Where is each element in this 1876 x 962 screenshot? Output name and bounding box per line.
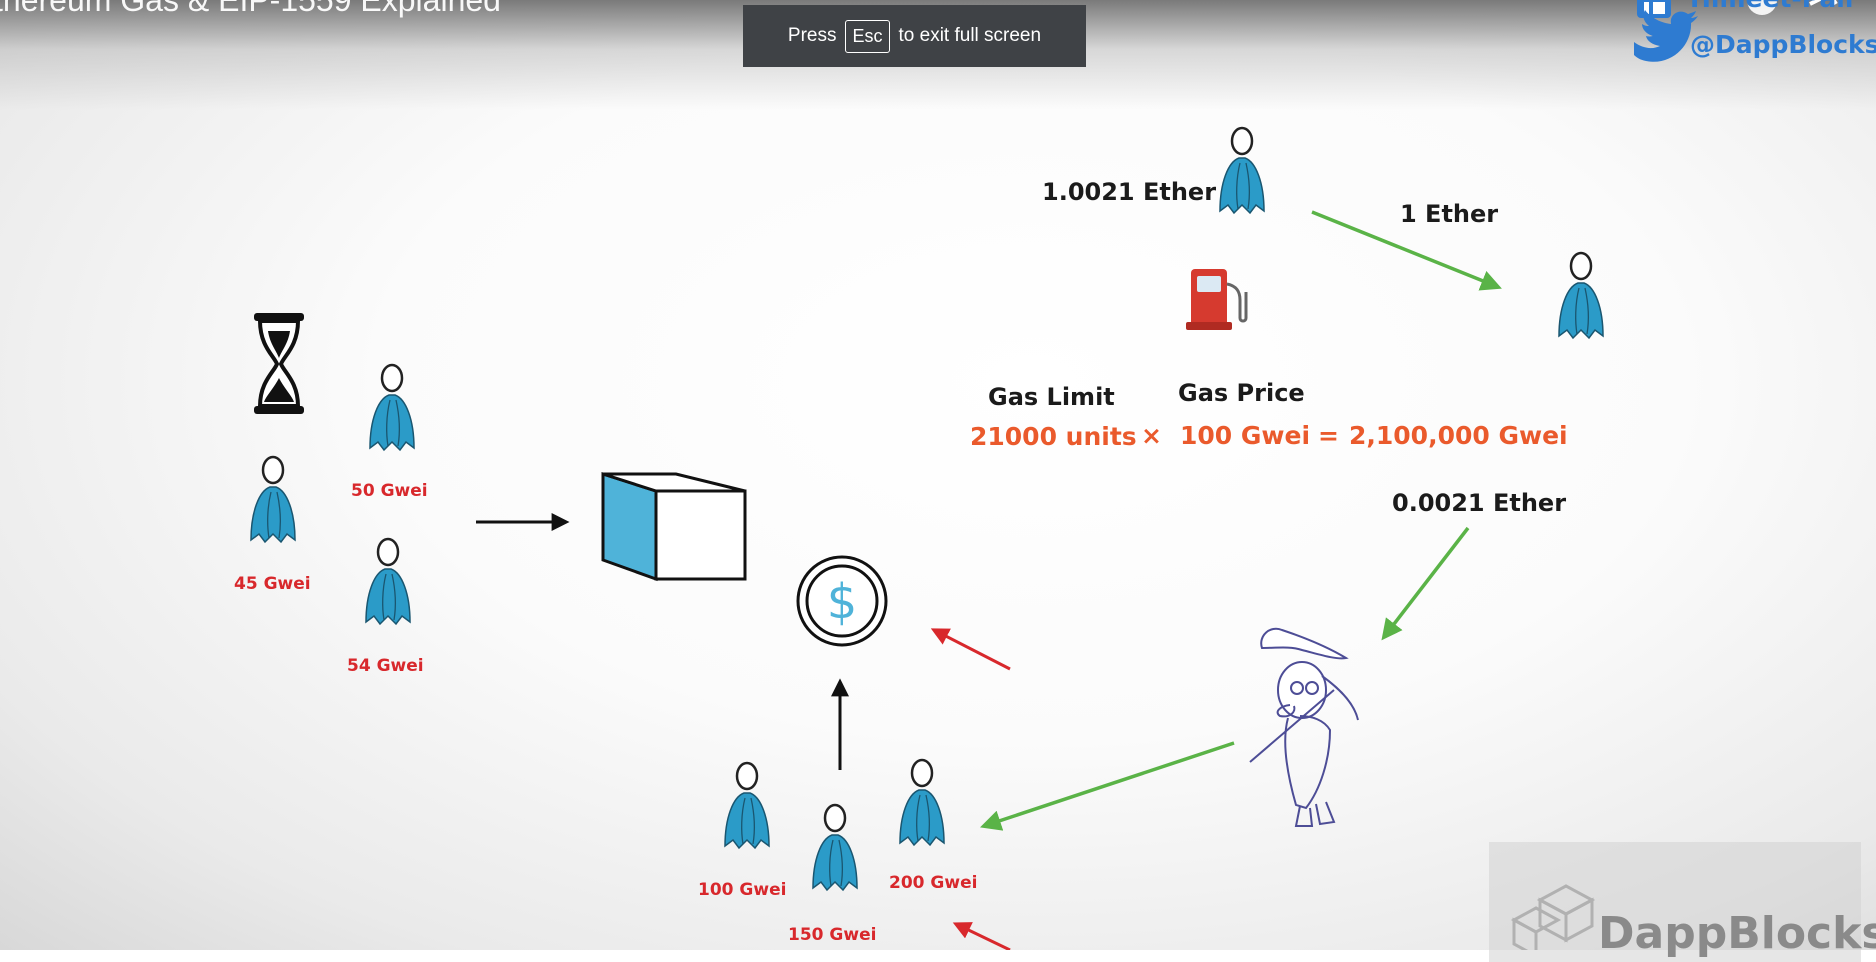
user-45-gwei-icon xyxy=(249,455,297,544)
gas-limit-value: 21000 units xyxy=(970,422,1137,451)
linkedin-handle[interactable]: Himeet-Pali xyxy=(1690,0,1853,13)
bid-label-100-gwei: 100 Gwei xyxy=(698,880,787,900)
red-arrow-bottom xyxy=(952,922,1011,950)
channel-watermark xyxy=(1489,842,1861,962)
user-50-gwei-icon xyxy=(368,363,416,452)
esc-key-badge: Esc xyxy=(845,19,890,53)
miner-character-icon xyxy=(1249,627,1359,827)
equals-sign: = xyxy=(1318,421,1339,450)
green-arrow-send xyxy=(1311,210,1502,291)
transfer-amount-label: 1 Ether xyxy=(1400,200,1499,228)
fullscreen-exit-toast: Press Esc to exit full screen xyxy=(743,5,1086,67)
hourglass-icon xyxy=(254,313,304,414)
gas-pump-icon xyxy=(1186,269,1248,330)
red-arrow-to-coin xyxy=(930,628,1011,671)
user-150-gwei-icon xyxy=(811,803,859,892)
svg-text:$: $ xyxy=(827,574,858,630)
user-100-gwei-icon xyxy=(723,761,771,850)
bid-label-54-gwei: 54 Gwei xyxy=(347,656,424,676)
gas-price-label: Gas Price xyxy=(1178,379,1305,407)
video-title: thereum Gas & EIP-1559 Explained xyxy=(0,0,501,18)
fee-ether-label: 0.0021 Ether xyxy=(1392,489,1567,517)
twitter-handle[interactable]: @DappBlocks xyxy=(1690,30,1876,59)
total-fee-value: 2,100,000 Gwei xyxy=(1349,421,1568,450)
watermark-brand: DappBlocks xyxy=(1598,908,1876,959)
receiver-user-icon xyxy=(1557,251,1605,340)
bid-label-150-gwei: 150 Gwei xyxy=(788,925,877,945)
gas-price-value: 100 Gwei xyxy=(1180,421,1311,450)
toast-exit-text: to exit full screen xyxy=(898,25,1042,46)
toast-press-text: Press xyxy=(787,25,837,46)
block-cube-icon xyxy=(601,471,747,582)
bid-label-200-gwei: 200 Gwei xyxy=(889,873,978,893)
user-200-gwei-icon xyxy=(898,758,946,847)
multiply-sign: × xyxy=(1141,421,1162,450)
sender-balance-label: 1.0021 Ether xyxy=(1042,178,1217,206)
dollar-coin-icon: $ xyxy=(796,555,888,647)
green-arrow-to-miner xyxy=(1381,526,1470,641)
green-arrow-from-miner xyxy=(980,741,1235,831)
bid-label-50-gwei: 50 Gwei xyxy=(351,481,428,501)
bid-label-45-gwei: 45 Gwei xyxy=(234,574,311,594)
user-54-gwei-icon xyxy=(364,537,412,626)
sender-user-icon xyxy=(1218,126,1266,215)
gas-limit-label: Gas Limit xyxy=(988,383,1115,411)
